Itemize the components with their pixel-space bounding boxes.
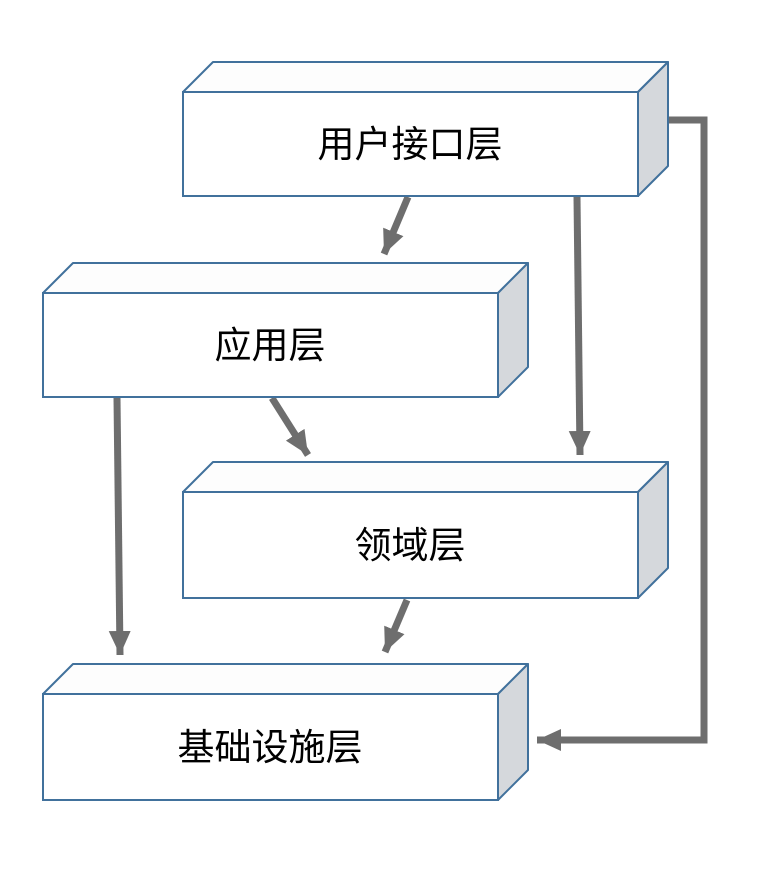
node-user-interface-layer: 用户接口层 bbox=[182, 61, 669, 197]
node-user-interface-layer-label: 用户接口层 bbox=[318, 124, 503, 165]
diagram-edges bbox=[108, 116, 708, 751]
node-application-layer: 应用层 bbox=[42, 262, 529, 398]
arrow-user-interface-to-infrastructure bbox=[537, 116, 708, 751]
node-infrastructure-layer-label: 基础设施层 bbox=[178, 727, 363, 768]
arrow-user-interface-to-application bbox=[380, 195, 412, 256]
node-user-interface-layer-top-face bbox=[182, 61, 669, 93]
arrow-application-to-domain bbox=[269, 396, 311, 457]
node-infrastructure-layer-front-face bbox=[42, 693, 499, 801]
arrow-user-interface-to-domain bbox=[568, 196, 591, 456]
node-domain-layer: 领域层 bbox=[182, 461, 669, 599]
node-domain-layer-front-face bbox=[182, 491, 639, 599]
node-infrastructure-layer-top-face bbox=[42, 663, 529, 695]
node-application-layer-label: 应用层 bbox=[215, 325, 326, 366]
node-domain-layer-label: 领域层 bbox=[355, 525, 466, 566]
node-domain-layer-top-face bbox=[182, 461, 669, 493]
arrow-domain-to-infrastructure bbox=[381, 598, 411, 654]
node-application-layer-front-face bbox=[42, 292, 499, 398]
node-infrastructure-layer: 基础设施层 bbox=[42, 663, 529, 801]
node-user-interface-layer-front-face bbox=[182, 91, 639, 197]
arrow-application-to-infrastructure bbox=[108, 397, 131, 656]
node-application-layer-top-face bbox=[42, 262, 529, 294]
